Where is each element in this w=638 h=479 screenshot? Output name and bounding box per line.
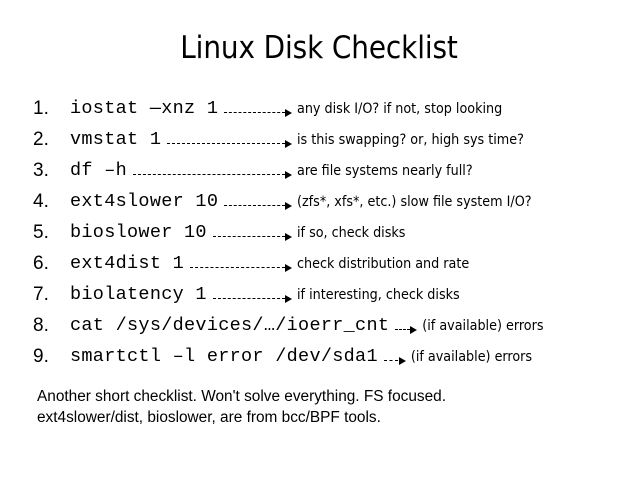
arrow-head-icon [285, 263, 292, 272]
checklist-item: 1. iostat —xnz 1 any disk I/O? if not, sto… [0, 95, 638, 126]
arrow-head-icon [285, 232, 292, 241]
checklist-item: 9. smartctl –l error /dev/sda1 (if availab… [0, 343, 638, 374]
footer-note: Another short checklist. Won't solve eve… [37, 387, 617, 428]
arrow-dashes [395, 329, 410, 330]
checklist-item-number: 5. [33, 222, 49, 243]
checklist-item-arrow [383, 356, 406, 365]
checklist-item-command: biolatency 1 [70, 284, 207, 305]
checklist-item-description: (zfs*, xfs*, etc.) slow file system I/O? [297, 194, 532, 210]
checklist-item-number: 1. [33, 98, 49, 119]
checklist-item-description: check distribution and rate [297, 256, 470, 272]
checklist-item: 4. ext4slower 10 (zfs*, xfs*, etc.) slow f… [0, 188, 638, 219]
checklist: 1. iostat —xnz 1 any disk I/O? if not, sto… [0, 95, 638, 374]
checklist-item-description: (if available) errors [422, 318, 544, 334]
checklist-item-arrow [224, 108, 292, 117]
checklist-item-command: bioslower 10 [70, 222, 207, 243]
checklist-item-arrow [224, 201, 292, 210]
arrow-head-icon [285, 201, 292, 210]
arrow-head-icon [285, 139, 292, 148]
arrow-dashes [212, 236, 285, 237]
arrow-head-icon [285, 294, 292, 303]
checklist-item-number: 6. [33, 253, 49, 274]
checklist-item-number: 2. [33, 129, 49, 150]
checklist-item-arrow [395, 325, 418, 334]
checklist-item-command: smartctl –l error /dev/sda1 [70, 346, 378, 367]
checklist-item-command: ext4dist 1 [70, 253, 185, 274]
checklist-item-arrow [212, 232, 292, 241]
checklist-item-command: vmstat 1 [70, 129, 162, 150]
arrow-head-icon [398, 356, 406, 365]
checklist-item-command: iostat —xnz 1 [70, 98, 219, 119]
checklist-item-arrow [133, 170, 292, 179]
footer-note-line-1: Another short checklist. Won't solve eve… [37, 388, 446, 405]
checklist-item-number: 3. [33, 160, 49, 181]
checklist-item-command: cat /sys/devices/…/ioerr_cnt [70, 315, 390, 336]
arrow-head-icon [410, 325, 418, 334]
checklist-item-description: if so, check disks [297, 225, 406, 241]
footer-note-line-2: ext4slower/dist, bioslower, are from bcc… [37, 408, 381, 426]
checklist-item-description: are file systems nearly full? [297, 163, 473, 179]
checklist-item-arrow [212, 294, 292, 303]
checklist-item-description: any disk I/O? if not, stop looking [297, 101, 503, 117]
checklist-item-description: (if available) errors [410, 349, 533, 365]
checklist-item: 8. cat /sys/devices/…/ioerr_cnt (if availa… [0, 312, 638, 343]
checklist-item: 5. bioslower 10 if so, check disks [0, 219, 638, 250]
arrow-dashes [224, 112, 285, 113]
checklist-item: 2. vmstat 1 is this swapping? or, high sys… [0, 126, 638, 157]
arrow-dashes [190, 267, 285, 268]
page-title: Linux Disk Checklist [180, 30, 458, 66]
checklist-item-arrow [167, 139, 292, 148]
arrow-dashes [212, 298, 285, 299]
checklist-item-number: 8. [33, 315, 49, 336]
checklist-item-arrow [190, 263, 292, 272]
checklist-item-number: 9. [33, 346, 49, 367]
checklist-item-command: ext4slower 10 [70, 191, 219, 212]
checklist-item-number: 4. [33, 191, 49, 212]
arrow-dashes [383, 360, 399, 361]
arrow-head-icon [285, 108, 292, 117]
arrow-head-icon [285, 170, 292, 179]
arrow-dashes [224, 205, 285, 206]
checklist-item: 7. biolatency 1 if interesting, check disk… [0, 281, 638, 312]
checklist-item-description: is this swapping? or, high sys time? [297, 132, 524, 148]
checklist-item-description: if interesting, check disks [297, 287, 460, 303]
checklist-item-number: 7. [33, 284, 49, 305]
checklist-item: 3. df –h are file systems nearly full? [0, 157, 638, 188]
checklist-item-command: df –h [70, 160, 128, 181]
arrow-dashes [133, 174, 285, 175]
arrow-dashes [167, 143, 285, 144]
checklist-item: 6. ext4dist 1 check distribution and rate [0, 250, 638, 281]
